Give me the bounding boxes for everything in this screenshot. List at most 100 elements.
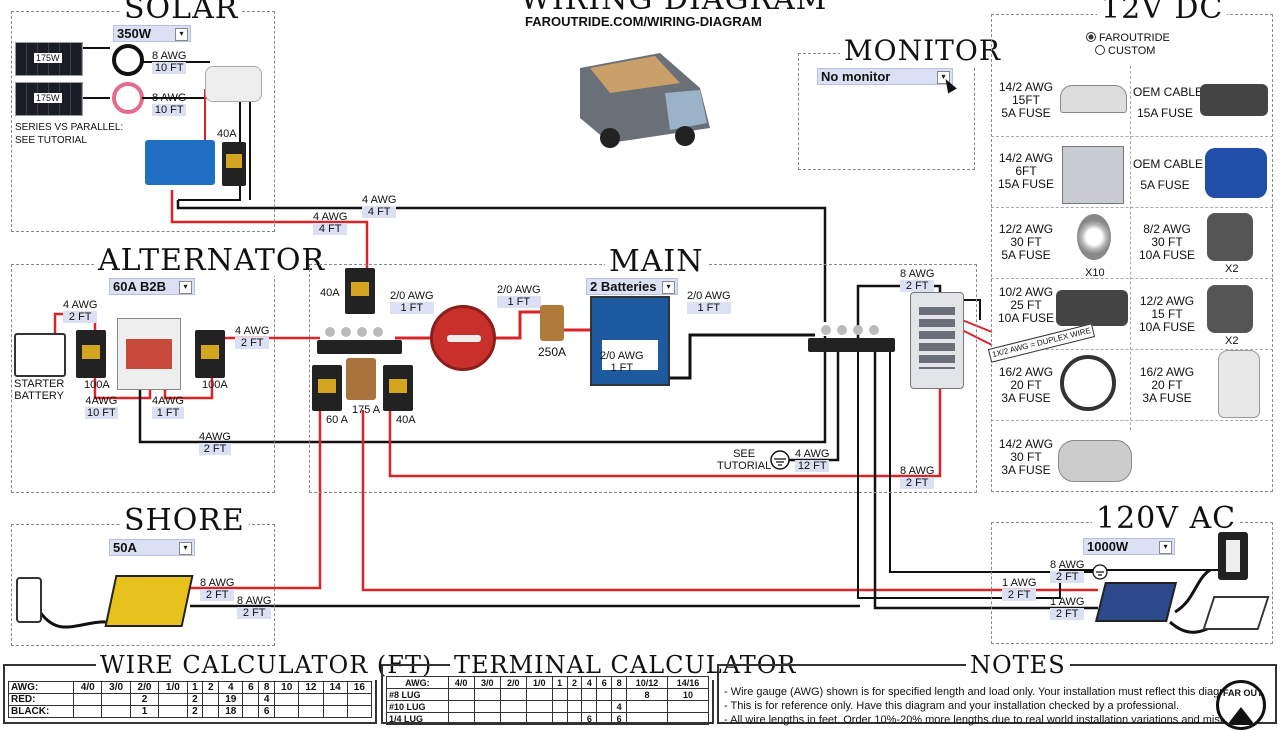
chevron-down-icon: ▾ — [175, 28, 188, 41]
alt-fuse-b-label: 100A — [202, 379, 228, 391]
main-fuse40-label: 40A — [320, 287, 340, 299]
class-t-fuse-icon — [540, 305, 564, 341]
roof-entry-gland — [205, 66, 262, 102]
inverter-select-value: 1000W — [1087, 539, 1129, 554]
battery-switch-icon — [430, 305, 496, 371]
usb-outlet-icon — [1207, 213, 1253, 261]
ac-outlet-icon — [1218, 532, 1248, 580]
solar-panel-2: 175W — [15, 82, 83, 116]
far-out-logo: FAR OUT — [1216, 680, 1266, 730]
outlet-count-1: X2 — [1225, 263, 1239, 275]
b2b-charger-icon — [117, 318, 181, 390]
diagram-title: WIRING DIAGRAM — [520, 0, 827, 17]
dc-option-custom[interactable]: CUSTOM — [1095, 45, 1155, 57]
battery-select[interactable]: 2 Batteries▾ — [586, 278, 678, 295]
van-image — [570, 38, 720, 156]
main-fuse60-label: 60 A — [326, 414, 349, 426]
laptop-icon — [1202, 596, 1270, 630]
monitor-select-value: No monitor — [821, 69, 891, 84]
alternator-select-value: 60A B2B — [113, 279, 166, 294]
site-url: FAROUTRIDE.COM/WIRING-DIAGRAM — [525, 14, 762, 29]
shore-title: SHORE — [120, 506, 249, 536]
water-pump-icon — [1056, 290, 1128, 326]
dc-option-faroutride[interactable]: FAROUTRIDE — [1086, 32, 1170, 44]
main-fuse40b-label: 40A — [396, 414, 416, 426]
solar-panel-1: 175W — [15, 42, 83, 76]
solar-fuse-label: 40A — [217, 128, 237, 140]
ac-title: 120V AC — [1092, 504, 1241, 534]
roof-fan-icon — [1060, 85, 1127, 113]
main-fuse175-label: 175 A — [352, 404, 381, 416]
solar-panel-2-label: 175W — [34, 93, 62, 103]
alternator-select[interactable]: 60A B2B ▾ — [109, 278, 195, 295]
inverter-icon — [1095, 582, 1177, 622]
solar-select-value: 350W — [117, 26, 151, 41]
shore-select-value: 50A — [113, 540, 137, 555]
chevron-down-icon: ▾ — [179, 281, 192, 294]
note-1: - Wire gauge (AWG) shown is for specifie… — [724, 686, 1242, 698]
fuse-block-icon — [910, 292, 964, 389]
charge-controller — [145, 140, 215, 185]
notes-title: NOTES — [966, 650, 1070, 680]
dc-grid — [991, 66, 1273, 490]
main-breaker-40 — [345, 268, 375, 314]
main-fuse250-label: 250A — [538, 345, 567, 359]
socket-icon — [1207, 285, 1253, 333]
alternator-title: ALTERNATOR — [94, 246, 330, 276]
main-title: MAIN — [605, 247, 708, 277]
logo-text: FAR OUT — [1223, 688, 1263, 698]
monitor-title: MONITOR — [840, 36, 1005, 66]
diesel-heater-icon — [1205, 148, 1267, 198]
main-breaker-60 — [312, 365, 342, 411]
monitor-select[interactable]: No monitor▾ — [817, 68, 953, 85]
solar-breaker — [222, 142, 246, 186]
lights-count: X10 — [1085, 267, 1105, 279]
wire-calculator-title: WIRE CALCULATOR (FT) — [96, 650, 437, 680]
alt-fuse-a-label: 100A — [84, 379, 110, 391]
starter-battery-icon — [14, 333, 66, 377]
chevron-down-icon: ▾ — [662, 281, 675, 294]
small-pump-icon — [1058, 440, 1132, 482]
solar-title: SOLAR — [120, 0, 243, 24]
vent-fan-icon — [1060, 355, 1116, 411]
solar-select[interactable]: 350W ▾ — [113, 25, 191, 42]
alt-breaker-2 — [195, 330, 225, 378]
shore-select[interactable]: 50A▾ — [109, 539, 195, 556]
radio-selected-icon — [1086, 32, 1096, 42]
inverter-select[interactable]: 1000W▾ — [1083, 538, 1175, 555]
